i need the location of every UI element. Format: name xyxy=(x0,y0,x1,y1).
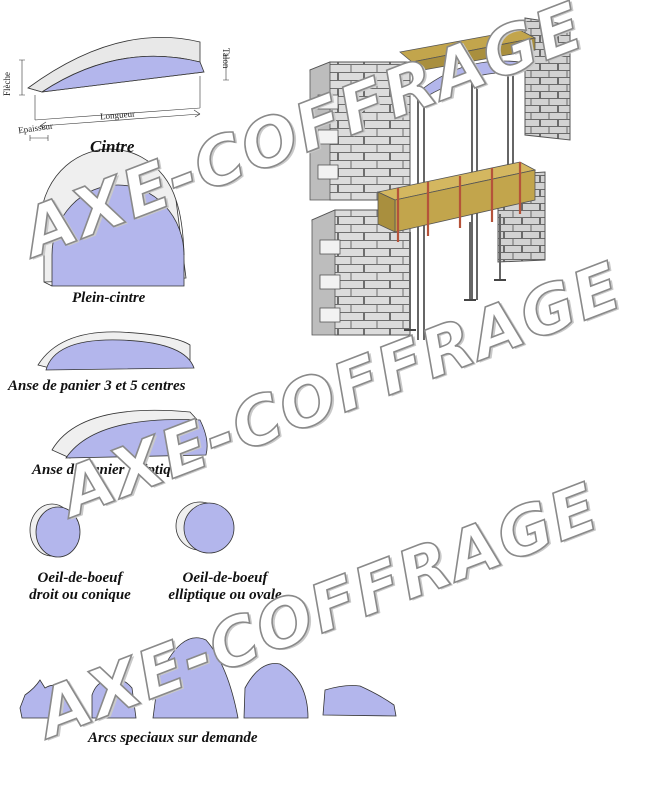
label-talon: Talon xyxy=(221,48,231,69)
plein-cintre-shape xyxy=(40,148,187,287)
caption-arcs-speciaux: Arcs speciaux sur demande xyxy=(88,730,258,746)
anse-3-5-shape xyxy=(37,331,195,371)
lower-wall-illustration xyxy=(311,161,546,336)
oeil-elliptique-shape xyxy=(175,501,235,554)
arcs-speciaux-shapes xyxy=(19,637,397,719)
upper-wall-illustration xyxy=(309,17,571,340)
caption-oeil-droit: Oeil-de-boeuf droit ou conique xyxy=(20,570,140,604)
caption-oeil-elliptique-line2: elliptique ou ovale xyxy=(168,587,282,603)
caption-oeil-elliptique: Oeil-de-boeuf elliptique ou ovale xyxy=(155,570,295,604)
caption-oeil-droit-line2: droit ou conique xyxy=(29,587,131,603)
caption-oeil-droit-line1: Oeil-de-boeuf xyxy=(37,570,123,586)
label-fleche: Flèche xyxy=(2,72,12,96)
caption-oeil-elliptique-line1: Oeil-de-boeuf xyxy=(182,570,268,586)
caption-anse-elliptique: Anse de panier elliptique xyxy=(32,462,186,478)
anse-elliptique-shape xyxy=(51,409,208,459)
caption-anse-3-5: Anse de panier 3 et 5 centres xyxy=(8,378,186,394)
cintre-shape xyxy=(19,36,229,141)
caption-cintre: Cintre xyxy=(90,137,135,156)
caption-plein-cintre: Plein-cintre xyxy=(72,290,146,306)
oeil-droit-shape xyxy=(29,503,81,558)
